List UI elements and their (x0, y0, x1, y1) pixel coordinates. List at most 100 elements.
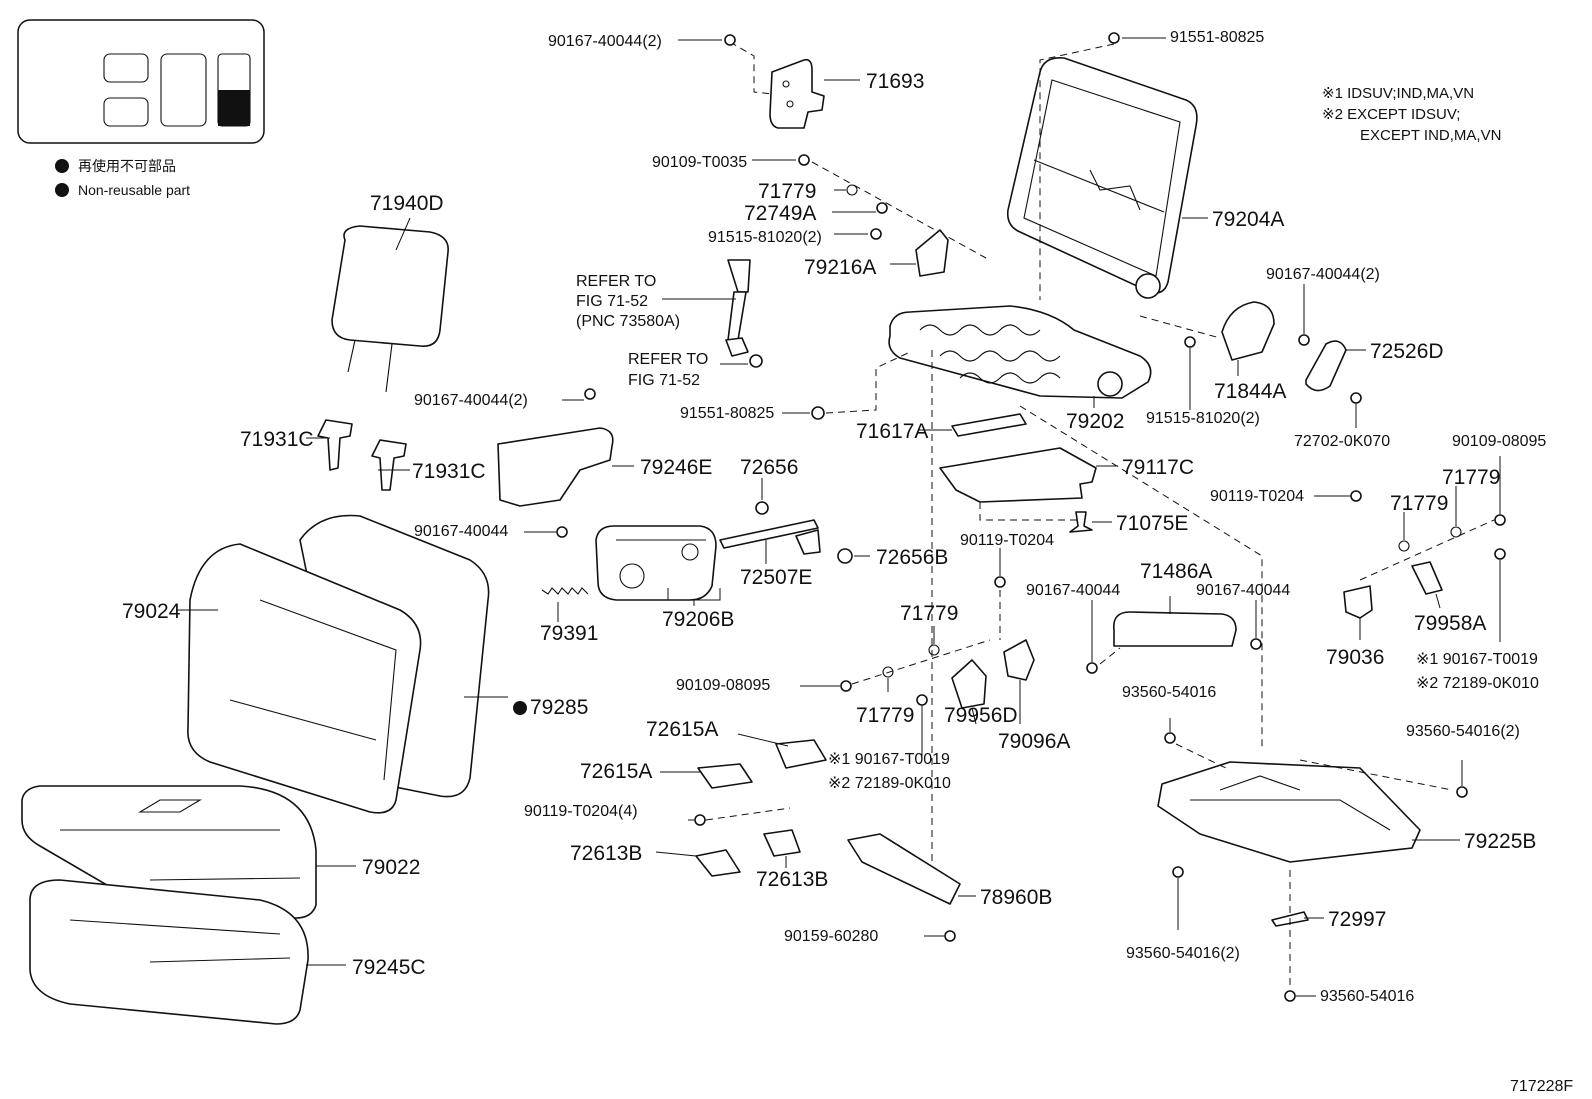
cover-79958A-part (1411, 561, 1443, 595)
bolt-icon (1284, 990, 1296, 1002)
bolt-icon (1172, 866, 1184, 878)
label-91515-81020-2-b: 91515-81020(2) (1146, 410, 1260, 427)
label-71931C-b: 71931C (412, 460, 486, 483)
refer-line-1: REFER TO (576, 273, 656, 290)
legend-jp-label: 再使用不可部品 (78, 158, 176, 174)
label-90167-40044-2-top: 90167-40044(2) (548, 33, 662, 50)
pad-71617A-part (951, 413, 1027, 437)
bolt-icon (724, 34, 736, 46)
bolt-icon (1184, 336, 1196, 348)
bolt-icon (749, 354, 763, 368)
label-79225B: 79225B (1464, 830, 1536, 853)
legend-en-label: Non-reusable part (78, 182, 190, 198)
bolt-icon (694, 814, 706, 826)
label-71779-m: 71779 (900, 602, 958, 625)
label-90119-T0204-m: 90119-T0204 (960, 532, 1054, 549)
legend-box (17, 19, 265, 144)
label-71779-a: 71779 (758, 180, 816, 203)
label-71617A: 71617A (856, 420, 928, 443)
label-90167-40044-m2: 90167-40044 (1196, 582, 1290, 599)
label-79958A: 79958A (1414, 612, 1486, 635)
label-71940D: 71940D (370, 192, 444, 215)
bracket-79096A-part (1003, 639, 1035, 681)
cover-72615A-part (775, 739, 827, 769)
headrest-support-part (317, 419, 407, 491)
bolt-72656-icon (755, 501, 769, 515)
refer-line-5: FIG 71-52 (628, 372, 700, 389)
headrest-part (331, 225, 449, 393)
hinge-cover-72526D-part (1305, 340, 1347, 392)
label-93560-54016-2-b: 93560-54016(2) (1126, 945, 1240, 962)
seat-back-frame-part (1006, 56, 1198, 299)
label-71844A: 71844A (1214, 380, 1286, 403)
bracket-72613B-part (695, 849, 741, 877)
label-71779-m2: 71779 (856, 704, 914, 727)
label-72507E: 72507E (740, 566, 812, 589)
bolt-icon (1250, 638, 1262, 650)
part-labels: 90167-40044(2) 71693 91551-80825 90109-T… (122, 29, 1573, 1095)
label-93560-54016-2-a: 93560-54016(2) (1406, 723, 1520, 740)
refer-line-4: REFER TO (628, 351, 708, 368)
pad-79117C-part (939, 447, 1097, 503)
label-79391: 79391 (540, 622, 598, 645)
label-91515-81020-2-a: 91515-81020(2) (708, 229, 822, 246)
label-79024: 79024 (122, 600, 181, 623)
label-71486A: 71486A (1140, 560, 1212, 583)
washer-icon (846, 184, 858, 196)
label-90119-T0204-4: 90119-T0204(4) (524, 803, 638, 820)
non-reusable-dot-icon (55, 159, 69, 173)
bolt-icon (1298, 334, 1310, 346)
label-90159-60280: 90159-60280 (784, 928, 878, 945)
recliner-part (595, 525, 717, 601)
label-79956D: 79956D (944, 704, 1018, 727)
label-71779-r2: 71779 (1390, 492, 1448, 515)
label-90167-40044-m1: 90167-40044 (1026, 582, 1120, 599)
label-78960B: 78960B (980, 886, 1052, 909)
bolt-icon (1456, 786, 1468, 798)
refer-line-3: (PNC 73580A) (576, 313, 680, 330)
bolt-icon (584, 388, 596, 400)
label-91551-80825-mid: 91551-80825 (680, 405, 774, 422)
label-72613B-a: 72613B (570, 842, 642, 865)
label-79216A: 79216A (804, 256, 876, 279)
bolt-icon (1086, 662, 1098, 674)
washer-icon (928, 644, 940, 656)
label-79036: 79036 (1326, 646, 1384, 669)
label-71075E: 71075E (1116, 512, 1188, 535)
seat-belt-buckle-part (725, 259, 751, 357)
label-72613B-b: 72613B (756, 868, 828, 891)
label-79206B: 79206B (662, 608, 734, 631)
label-90109-08095-r: 90109-08095 (1452, 433, 1546, 450)
label-90109-T0035: 90109-T0035 (652, 154, 747, 171)
label-72997: 72997 (1328, 908, 1386, 931)
label-72702-0K070: 72702-0K070 (1294, 433, 1390, 450)
bolt-icon (1350, 490, 1362, 502)
label-79245C: 79245C (352, 956, 426, 979)
label-91551-80825-top: 91551-80825 (1170, 29, 1264, 46)
bracket-72613B-part (763, 829, 801, 857)
bracket-79216A-part (915, 229, 949, 277)
clip-71075E-part (1069, 511, 1093, 533)
label-93560-54016-b: 93560-54016 (1320, 988, 1414, 1005)
non-reusable-dot-icon (55, 183, 69, 197)
bolt-icon (1494, 548, 1506, 560)
bolt-icon (916, 694, 928, 706)
label-79285: 79285 (530, 696, 588, 719)
washer-icon (882, 666, 894, 678)
label-90167-40044-2-mid: 90167-40044(2) (414, 392, 528, 409)
bolt-icon (798, 154, 810, 166)
bolt-icon (944, 930, 956, 942)
label-71693: 71693 (866, 70, 924, 93)
label-90167-T0019-m: ※1 90167-T0019 (828, 751, 950, 768)
bracket-71693-part (769, 58, 825, 129)
label-90167-T0019-r: ※1 90167-T0019 (1416, 651, 1538, 668)
label-79202: 79202 (1066, 410, 1124, 433)
cover-72615A-part (697, 763, 753, 789)
label-71931C-a: 71931C (240, 428, 314, 451)
label-79117C: 79117C (1122, 456, 1194, 479)
washer-icon (1450, 526, 1462, 538)
side-trim-part (497, 427, 614, 507)
note-except-ind: EXCEPT IND,MA,VN (1360, 127, 1501, 144)
label-72615A-a: 72615A (646, 718, 718, 741)
seat-cushion-part (21, 785, 317, 919)
